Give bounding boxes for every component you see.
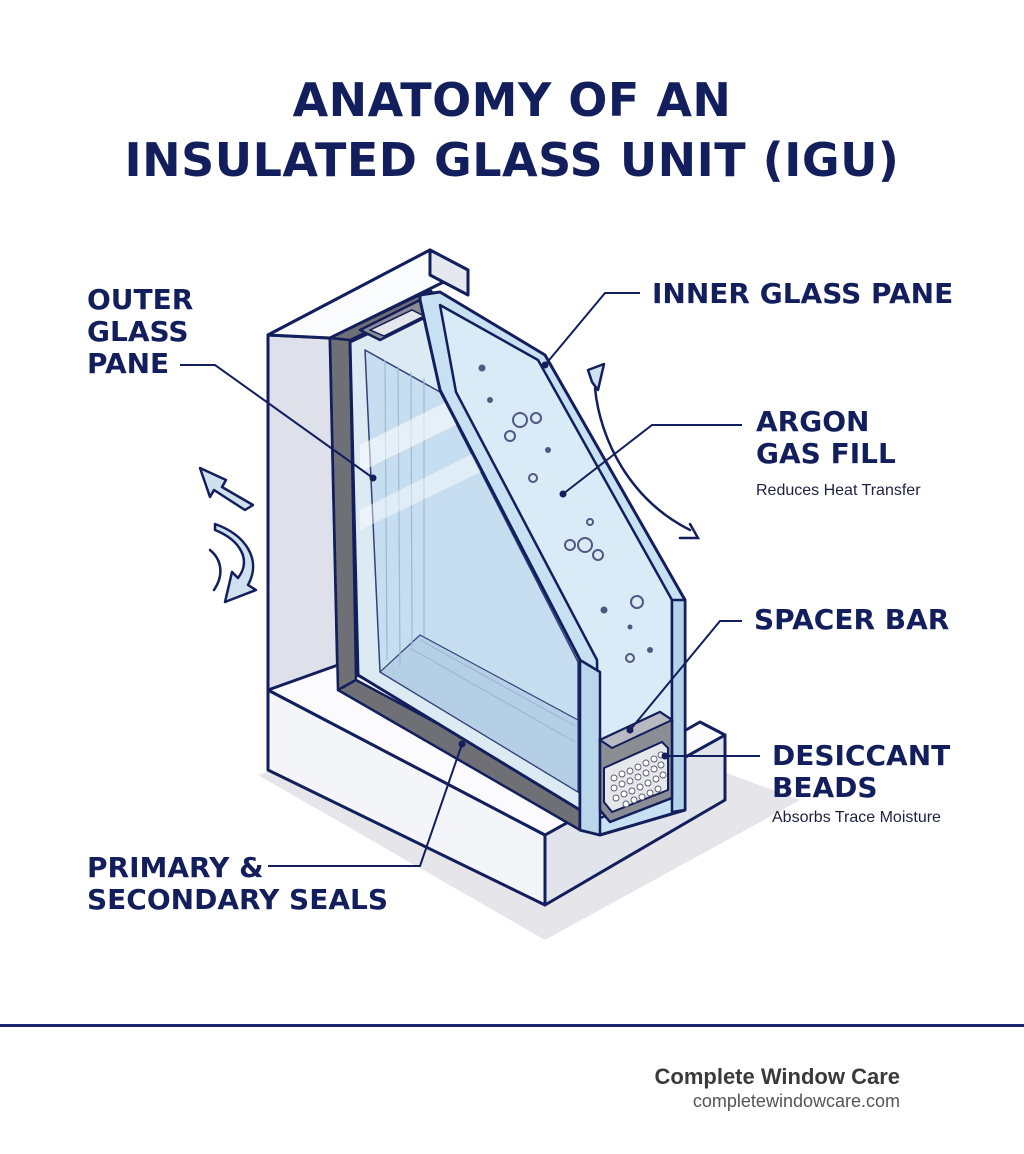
title-line-1: ANATOMY OF AN [292, 73, 732, 127]
label-inner-glass-pane: INNER GLASS PANE [652, 277, 954, 310]
title-line-2: INSULATED GLASS UNIT (IGU) [124, 133, 900, 187]
glare-band-2 [360, 450, 485, 530]
outer-pane-edge [578, 658, 602, 837]
frame-left-side-face [266, 333, 340, 692]
label-argon-note: Reduces Heat Transfer [756, 482, 921, 499]
glare-band [360, 390, 470, 472]
label-spacer-bar: SPACER BAR [754, 603, 950, 636]
label-seals-line-2: SECONDARY SEALS [87, 883, 389, 916]
brand-name: Complete Window Care [654, 1064, 901, 1089]
flow-arrow-lines [208, 386, 701, 592]
label-desiccant-beads: DESICCANT BEADS [772, 740, 950, 804]
label-desiccant-line-1: DESICCANT [772, 739, 951, 772]
page-title: ANATOMY OF AN INSULATED GLASS UNIT (IGU) [0, 70, 1024, 190]
label-outer-line-1: OUTER [87, 283, 194, 316]
outer-pane-recess-floor [379, 634, 579, 793]
label-desiccant-note: Absorbs Trace Moisture [772, 809, 941, 826]
label-argon-line-2: GAS FILL [756, 437, 896, 470]
label-outer-line-2: GLASS [87, 315, 189, 348]
label-argon-line-1: ARGON [756, 405, 870, 438]
frame-right-face [428, 248, 470, 297]
footer-brand: Complete Window Care completewindowcare.… [655, 1064, 901, 1112]
leader-dots [369, 361, 669, 760]
desiccant-bead-icon [610, 751, 667, 808]
leader-lines [180, 292, 760, 867]
brand-url: completewindowcare.com [692, 1091, 900, 1111]
label-seals: PRIMARY & SECONDARY SEALS [87, 852, 388, 916]
igu-diagram [180, 248, 800, 940]
label-seals-line-1: PRIMARY & [87, 851, 264, 884]
spacer-bar-top-edge [597, 710, 675, 750]
footer-divider [0, 1024, 1024, 1027]
inner-pane-edge [670, 598, 687, 814]
label-argon-gas-fill: ARGON GAS FILL [756, 406, 896, 470]
label-outer-glass-pane: OUTER GLASS PANE [87, 284, 193, 380]
label-desiccant-line-2: BEADS [772, 771, 878, 804]
label-outer-line-3: PANE [87, 347, 170, 380]
heat-arrow-icon [198, 362, 606, 604]
gas-molecule-icon [504, 412, 644, 663]
argon-dots [478, 364, 653, 653]
